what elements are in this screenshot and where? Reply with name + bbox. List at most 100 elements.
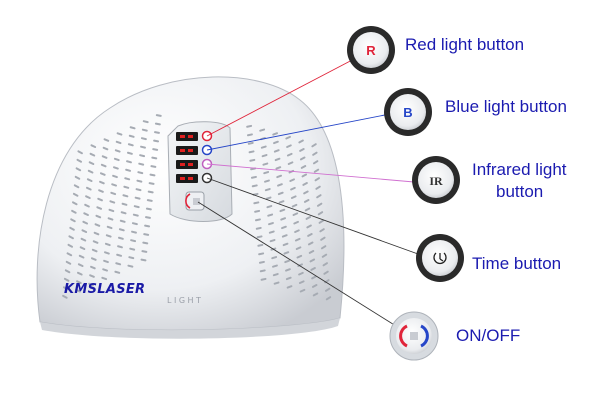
blue-connector	[206, 113, 391, 151]
vent-slot	[73, 184, 80, 189]
vent-slot	[131, 230, 137, 234]
vent-slot	[93, 231, 100, 236]
infrared-connector	[206, 163, 415, 183]
vent-slot	[306, 224, 312, 229]
vent-slot	[89, 274, 95, 278]
vent-slot	[305, 216, 312, 220]
vent-slot	[139, 154, 146, 158]
vent-slot	[108, 208, 115, 213]
blue-light-display	[176, 146, 198, 155]
vent-slot	[83, 212, 89, 217]
vent-slot	[113, 166, 119, 170]
time-button-closeup[interactable]	[416, 234, 464, 282]
vent-slot	[317, 211, 324, 216]
vent-slot	[140, 137, 147, 141]
vent-slot	[119, 219, 126, 223]
vent-slot	[261, 154, 268, 158]
vent-slot	[316, 202, 323, 207]
vent-slot	[96, 206, 103, 210]
vent-slot	[279, 208, 286, 213]
vent-slot	[291, 203, 298, 208]
vent-slot	[64, 269, 71, 274]
vent-slot	[324, 287, 331, 292]
red-light-button-closeup[interactable]: R	[347, 26, 395, 74]
vent-slot	[137, 171, 144, 175]
vent-slot	[266, 205, 273, 209]
vent-slot	[76, 158, 83, 163]
vent-slot	[106, 225, 113, 230]
vent-slot	[319, 228, 325, 233]
vent-slot	[130, 239, 137, 243]
infrared-light-button-label-line2: button	[496, 182, 544, 201]
infrared-light-button-closeup[interactable]: IR	[412, 156, 460, 204]
vent-slot	[297, 263, 303, 268]
power-button-closeup[interactable]	[389, 311, 439, 361]
vent-slot	[300, 165, 307, 169]
vent-slot	[316, 194, 322, 199]
vent-slot	[76, 280, 82, 285]
vent-slot	[325, 296, 332, 301]
vent-slot	[138, 162, 145, 166]
vent-slot	[117, 245, 123, 249]
vent-slot	[311, 143, 317, 148]
vent-slot	[246, 124, 253, 128]
vent-slot	[118, 228, 125, 232]
vent-slot	[254, 209, 261, 213]
vent-slot	[286, 144, 292, 149]
vent-slot	[99, 172, 106, 176]
vent-slot	[144, 224, 151, 228]
vent-slot	[301, 173, 308, 178]
vent-slot	[309, 258, 316, 263]
vent-slot	[255, 226, 262, 230]
infrared-light-button-icon-text: IR	[429, 174, 443, 188]
vent-slot	[103, 138, 110, 142]
vent-slot	[253, 201, 260, 205]
vent-slot	[298, 271, 304, 276]
power-icon	[399, 324, 429, 348]
time-connector	[206, 177, 419, 255]
vent-slot	[151, 156, 158, 160]
vent-slot	[128, 256, 135, 260]
vent-slot	[154, 131, 160, 134]
vent-slot	[259, 269, 266, 273]
vent-slot	[256, 235, 263, 239]
vent-slot	[88, 282, 94, 287]
vent-slot	[273, 140, 279, 145]
vent-slot	[89, 152, 96, 157]
vent-slot	[272, 132, 279, 136]
vent-slot	[69, 226, 75, 231]
vent-slot	[63, 286, 69, 291]
vent-slot	[62, 294, 68, 299]
vent-slot	[281, 225, 287, 230]
vent-slot	[302, 182, 308, 186]
vent-slot	[290, 195, 297, 200]
vent-slot	[65, 260, 72, 265]
vent-slot	[278, 200, 285, 204]
vent-slot	[283, 251, 290, 255]
panel-power-button[interactable]	[185, 191, 205, 211]
time-display	[176, 174, 198, 183]
vent-slot	[124, 177, 131, 181]
vent-slot	[90, 265, 96, 270]
vent-slot	[100, 163, 107, 168]
vent-slot	[263, 171, 270, 175]
vent-slot	[314, 177, 320, 182]
vent-slot	[113, 157, 120, 162]
clock-icon	[433, 252, 447, 265]
vent-slot	[277, 183, 283, 187]
vent-slot	[268, 222, 274, 226]
vent-slot	[115, 140, 122, 145]
vent-slot	[287, 161, 294, 166]
vent-slot	[320, 236, 326, 241]
vent-slot	[250, 175, 257, 179]
vent-slot	[85, 195, 91, 200]
vent-slot	[303, 199, 310, 203]
blue-light-button-closeup[interactable]: B	[384, 88, 432, 136]
vent-slot	[318, 219, 324, 224]
vent-slot	[81, 229, 88, 234]
vent-slot	[307, 241, 314, 246]
vent-slot	[103, 259, 109, 264]
vent-slot	[320, 245, 327, 250]
vent-slot	[155, 114, 162, 117]
vent-slot	[111, 183, 118, 187]
